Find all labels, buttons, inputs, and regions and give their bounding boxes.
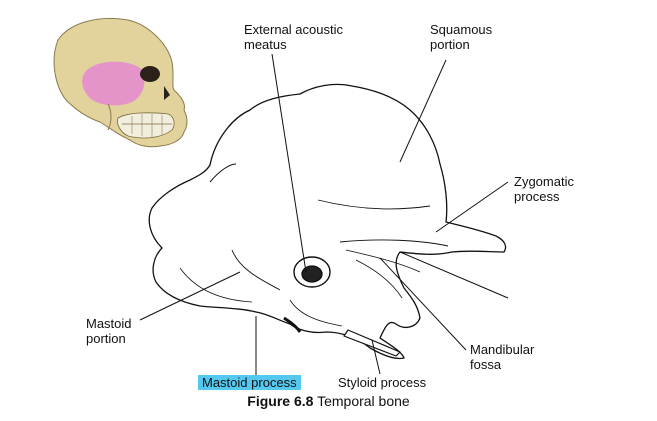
label-squamous-portion: Squamous portion (430, 22, 493, 52)
label-mastoid-process: Mastoid process (198, 375, 301, 390)
leader-external-acoustic-meatus (271, 53, 307, 273)
leader-mandibular-fossa (379, 257, 467, 351)
label-mandibular-fossa: Mandibular fossa (470, 342, 535, 372)
leader-lines (139, 53, 509, 378)
leader-zygomatic-process (435, 181, 509, 233)
leader-zygomatic-extension (399, 251, 509, 299)
leader-styloid-process (371, 339, 381, 375)
temporal-bone-illustration (148, 83, 507, 360)
figure-title: Temporal bone (317, 393, 410, 409)
label-external-acoustic-meatus: External acoustic meatus (244, 22, 343, 52)
leader-mastoid-portion (139, 271, 241, 321)
label-zygomatic-process: Zygomatic process (514, 174, 574, 204)
skull-inset-icon (53, 17, 188, 148)
leader-squamous-portion (399, 59, 447, 163)
label-styloid-process: Styloid process (338, 375, 427, 390)
figure-number: Figure 6.8 (247, 393, 314, 409)
figure-caption: Figure 6.8 Temporal bone (0, 393, 657, 409)
label-mastoid-portion: Mastoid portion (86, 316, 132, 346)
